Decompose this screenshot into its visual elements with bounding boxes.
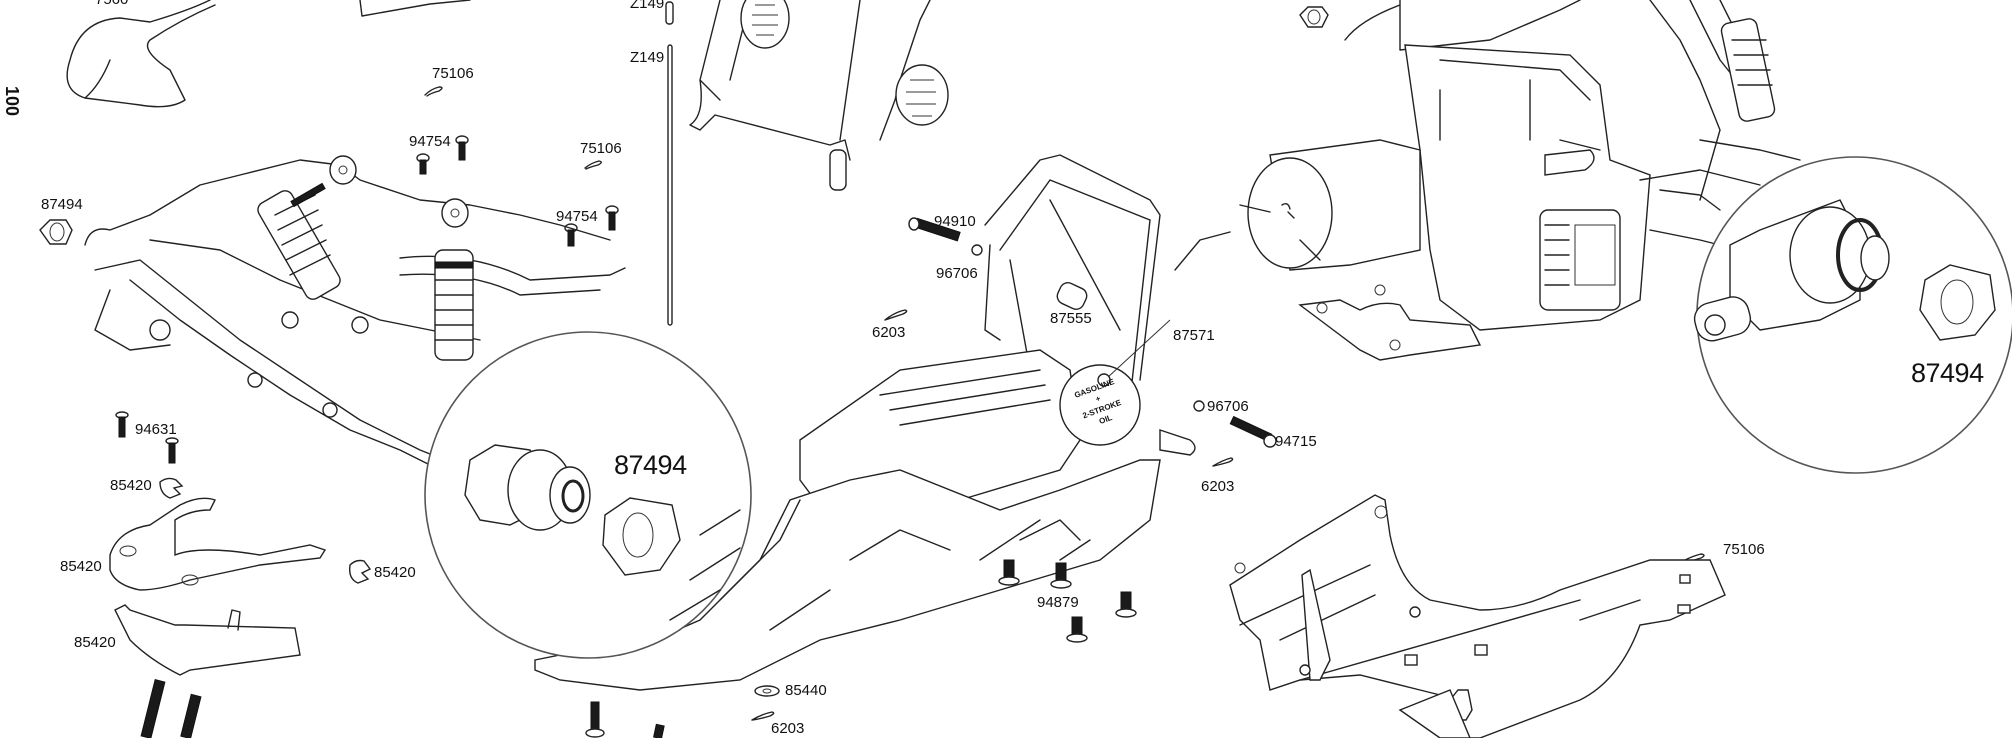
callout-bumper-arm: 85420	[60, 558, 102, 575]
callout-nut-front-left: 87494	[41, 196, 83, 213]
bottom-small-parts	[585, 685, 780, 738]
z149-pins	[665, 1, 674, 326]
callout-pin-long: Z149	[630, 49, 665, 66]
callout-mount-right: 85420	[374, 564, 416, 581]
screw-icons-94879	[998, 559, 1137, 643]
callout-mount-small: 85420	[110, 477, 152, 494]
chassis-center	[534, 0, 1277, 691]
page-number: 100	[2, 86, 22, 117]
bumper-parts	[109, 411, 372, 738]
callout-clip-rear: 75106	[1723, 541, 1765, 558]
callout-clip-bottom: 6203	[771, 720, 805, 737]
detail-circle-right	[1693, 156, 2012, 474]
callout-spacer: 87555	[1050, 310, 1092, 327]
detail-circle-left	[424, 331, 752, 659]
front-suspension-assembly	[39, 155, 626, 481]
callout-bolt-94910: 94910	[934, 213, 976, 230]
rear-undertray	[1229, 494, 1726, 738]
callout-screw-bumper: 94631	[135, 421, 177, 438]
callout-nut-detail-left: 87494	[614, 450, 687, 480]
callout-pin-short: Z149	[630, 0, 665, 12]
callout-screw-upper-right: 94754	[556, 208, 598, 225]
callout-tank-bracket: 87571	[1173, 327, 1215, 344]
callout-bolt-94715: 94715	[1275, 433, 1317, 450]
callout-nut-detail-right: 87494	[1911, 358, 1984, 388]
callout-clip-right: 6203	[1201, 478, 1235, 495]
callout-clip-upper-left: 75106	[432, 65, 474, 82]
engine-assembly	[1174, 0, 1801, 361]
callout-screws-chassis: 94879	[1037, 594, 1079, 611]
callout-clip-upper-right: 75106	[580, 140, 622, 157]
callout-washer-upper: 96706	[936, 265, 978, 282]
callout-clip-left: 6203	[872, 324, 906, 341]
callout-washer-bottom: 85440	[785, 682, 827, 699]
callout-screw-upper-left: 94754	[409, 133, 451, 150]
body-shell	[66, 0, 471, 108]
callout-body-top-left: 7560	[95, 0, 128, 7]
callout-skid-plate: 85420	[74, 634, 116, 651]
callout-washer-lower: 96706	[1207, 398, 1249, 415]
